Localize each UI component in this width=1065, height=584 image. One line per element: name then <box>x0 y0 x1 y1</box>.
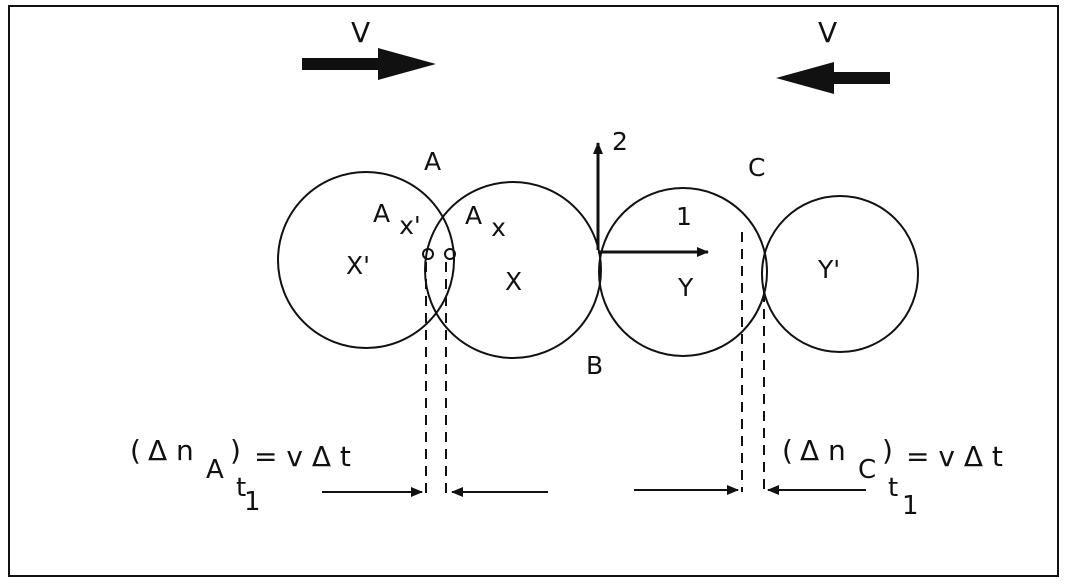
circle-y-prime-label: Y' <box>817 255 840 284</box>
ax-label: A x <box>465 201 506 242</box>
velocity-label-right: V <box>818 16 837 49</box>
eq-right-sub-c: C <box>858 455 876 485</box>
contact-point-ax <box>444 248 456 260</box>
axis-1-label: 1 <box>676 202 692 231</box>
equation-left: ( Δ n A ) t 1 = v Δ t <box>130 434 351 517</box>
eq-right-sub-1: 1 <box>902 491 919 521</box>
eq-left-rhs: = v Δ t <box>254 440 351 473</box>
velocity-label-left: V <box>351 16 370 49</box>
ax-prime-label: A x' <box>373 199 421 240</box>
circle-x-label: X <box>505 267 522 296</box>
velocity-arrow-right <box>776 62 890 94</box>
circle-x-prime-label: X' <box>346 251 370 280</box>
eq-right-delta-n: Δ n <box>800 434 846 467</box>
point-b-label: B <box>586 351 603 380</box>
axis-2-label: 2 <box>612 127 628 156</box>
ax-sub: x <box>491 213 506 242</box>
circle-y <box>598 187 768 357</box>
eq-left-sub-a: A <box>206 455 224 485</box>
eq-right-open: ( <box>782 434 793 467</box>
eq-right-sub-t: t <box>888 473 898 503</box>
eq-left-delta-n: Δ n <box>148 434 194 467</box>
ax-prime-sub: x' <box>399 211 421 240</box>
ax-main: A <box>465 201 482 230</box>
eq-left-open: ( <box>130 434 141 467</box>
circle-y-label: Y <box>677 273 694 302</box>
equation-right: ( Δ n C ) t 1 = v Δ t <box>782 434 1003 521</box>
eq-left-sub-1: 1 <box>244 487 261 517</box>
point-c-label: C <box>748 153 765 182</box>
contact-point-ax-prime <box>422 248 434 260</box>
velocity-arrow-left <box>302 48 436 80</box>
eq-left-close: ) <box>230 434 241 467</box>
eq-right-rhs: = v Δ t <box>906 440 1003 473</box>
eq-left-sub-t: t <box>236 473 246 503</box>
point-a-label: A <box>424 147 441 176</box>
diagram-frame <box>8 5 1059 577</box>
circle-y-prime <box>761 195 919 353</box>
eq-right-close: ) <box>882 434 893 467</box>
ax-prime-main: A <box>373 199 390 228</box>
circle-x-prime <box>277 171 455 349</box>
